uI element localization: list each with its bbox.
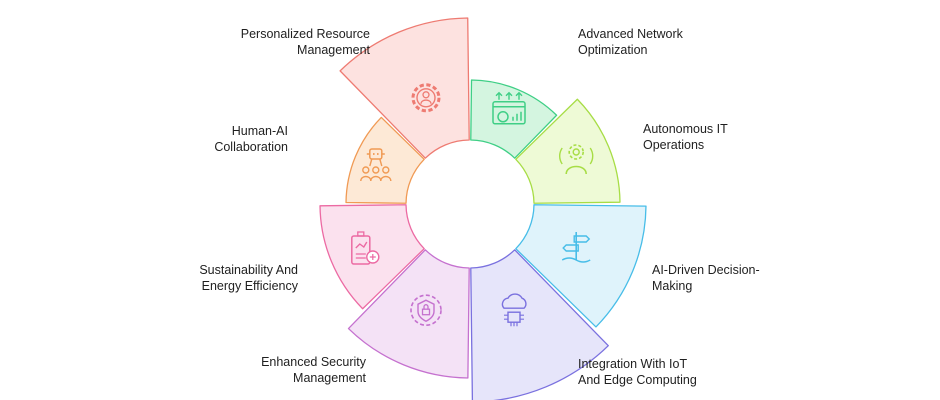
battery-chart-icon [351, 231, 380, 265]
segment-personalized-resource-management [339, 17, 470, 159]
center-hub [408, 142, 532, 266]
segment-human-ai-collaboration [345, 116, 425, 204]
segment-autonomous-it-operations [515, 98, 621, 204]
network-dashboard-icon [492, 91, 526, 125]
segment-ai-driven-decision-making [515, 204, 647, 328]
cloud-chip-icon [501, 293, 527, 327]
shield-lock-icon [410, 294, 442, 327]
label-ai-driven-decision-making: AI-Driven Decision-Making [652, 263, 760, 293]
gear-person-icon [558, 144, 594, 175]
gear-user-icon [411, 83, 441, 113]
segment-enhanced-security-management [347, 249, 470, 379]
segment-integration-with-iot [470, 249, 609, 400]
robot-team-icon [360, 148, 392, 182]
signpost-icon [561, 232, 591, 263]
